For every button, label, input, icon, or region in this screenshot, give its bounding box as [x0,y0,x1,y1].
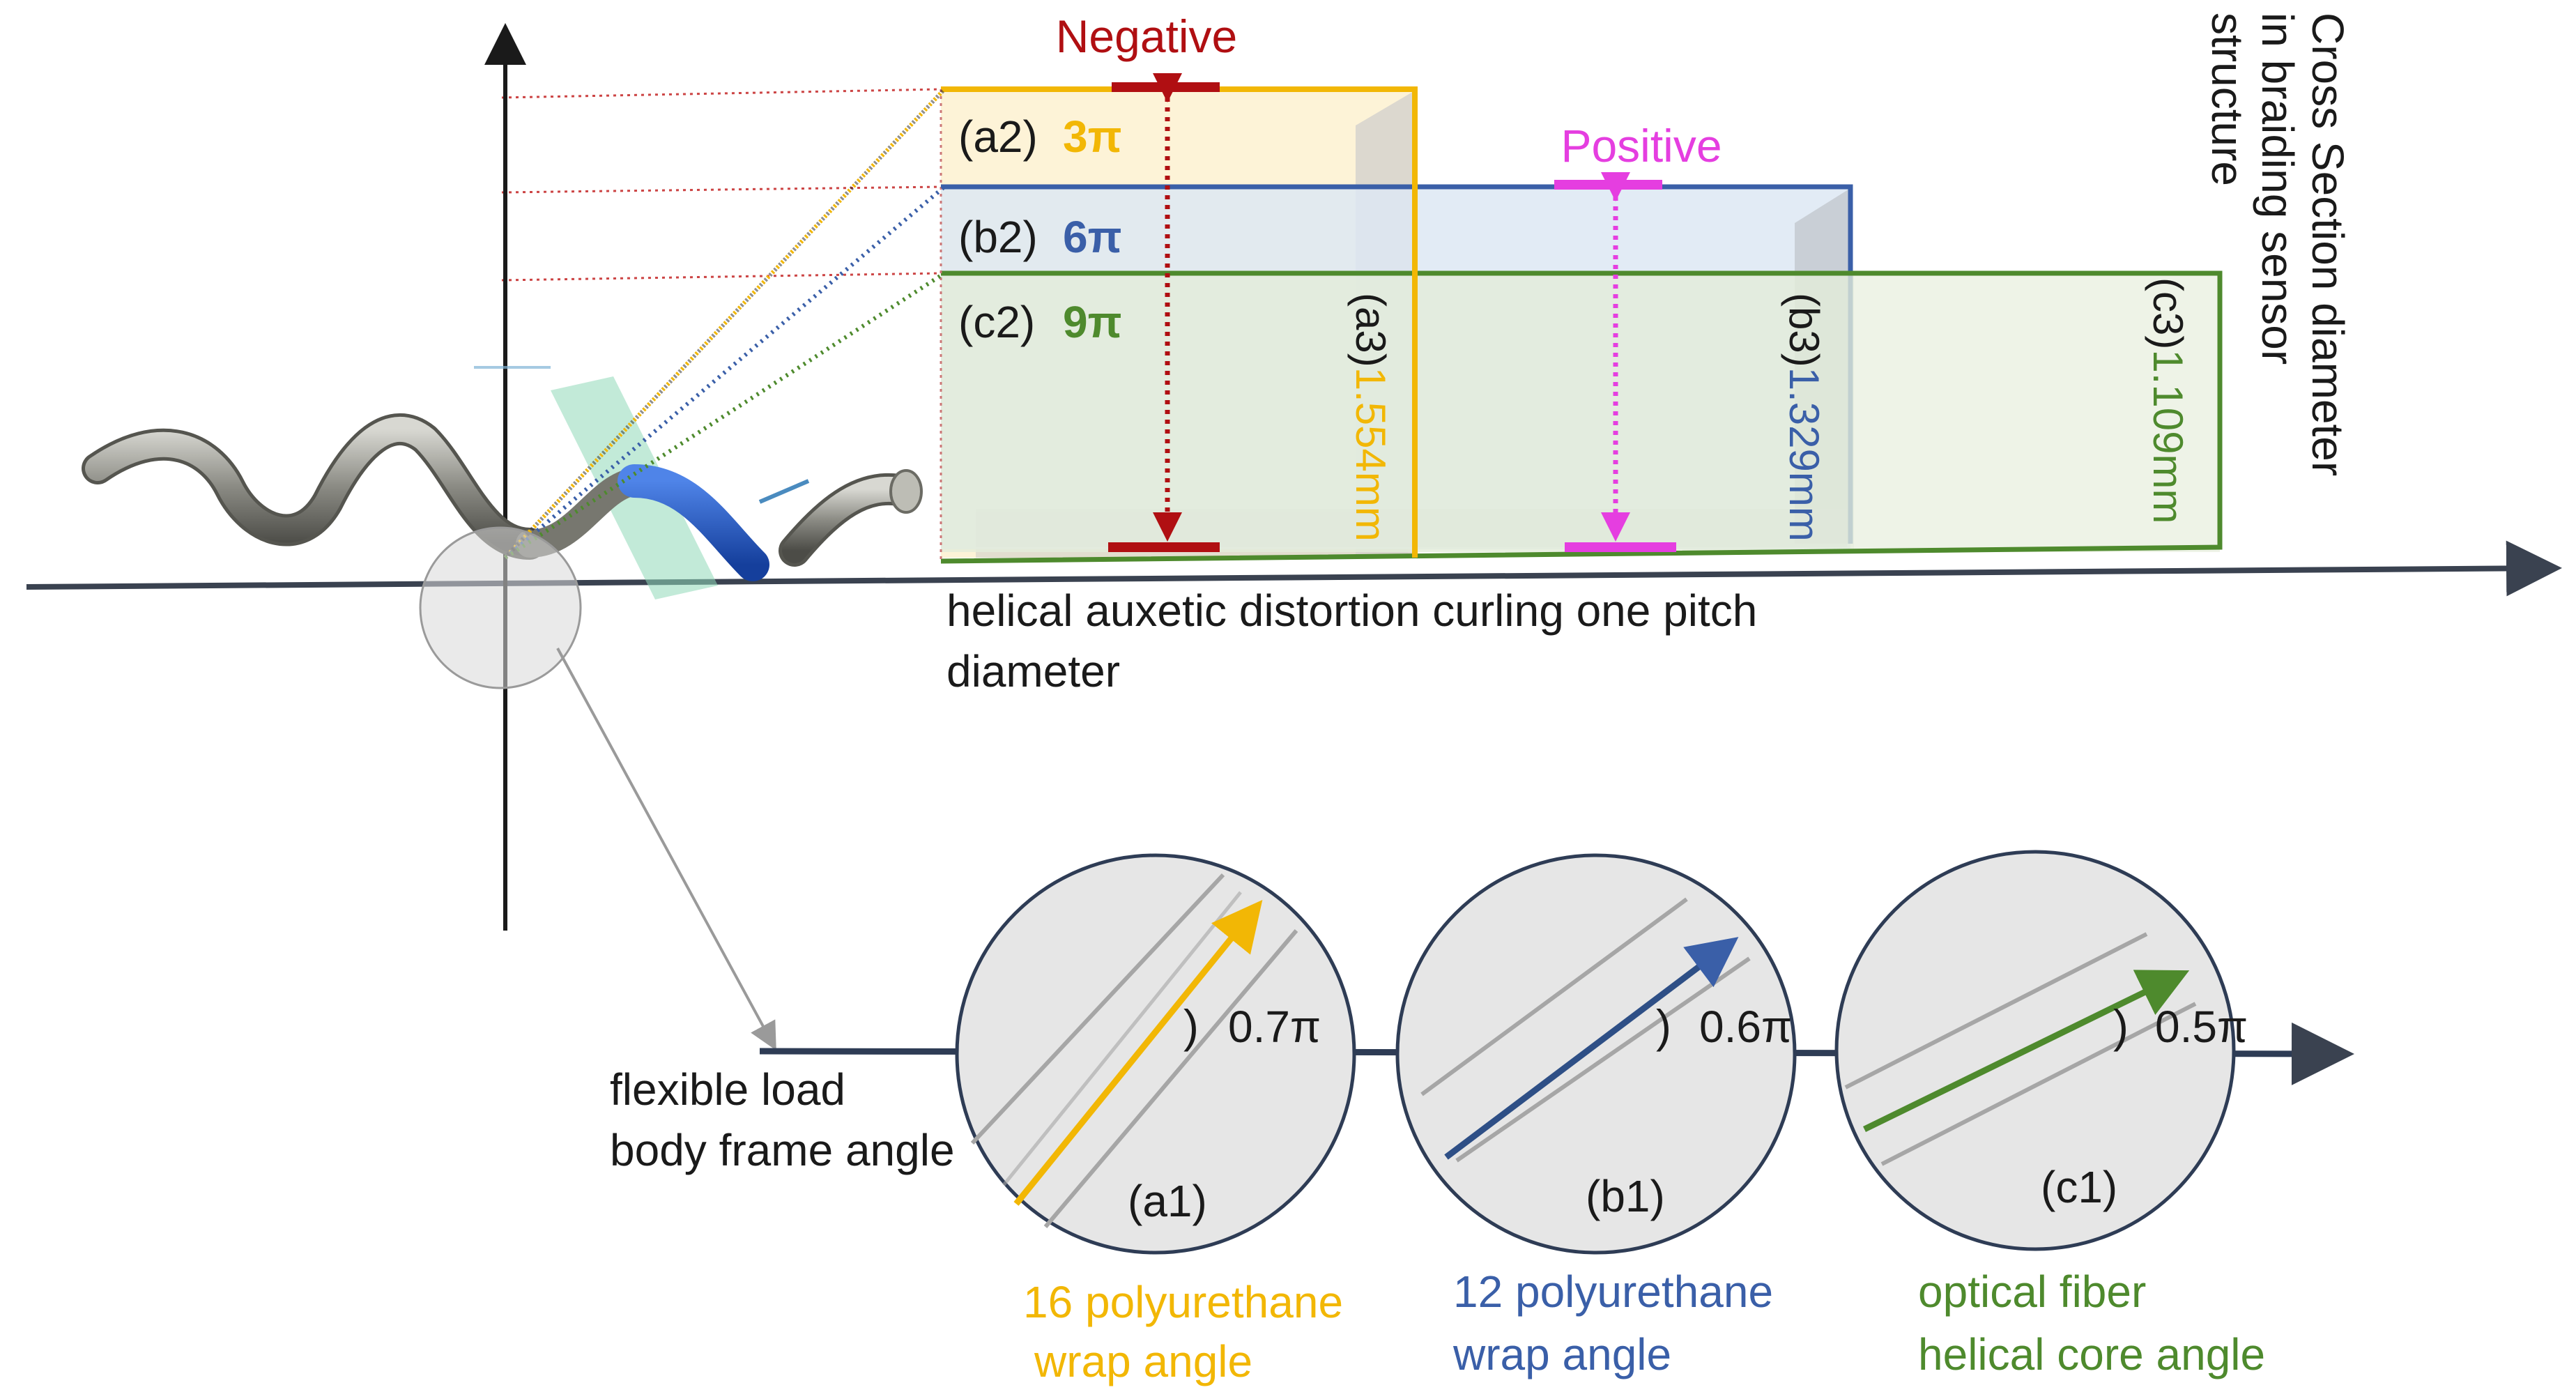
svg-text:): ) [1183,1000,1199,1052]
reference-lines [501,88,942,282]
angle-b1: 0.6π [1699,1002,1792,1052]
label-b3-group: (b3)1.329mm [1781,293,1827,542]
value-b2: 6π [1063,212,1122,262]
flexible-caption-line-1: flexible load [610,1064,845,1115]
distortion-caption-line-1: helical auxetic distortion curling one p… [946,586,1757,636]
label-c2: (c2) [958,297,1035,347]
helix-tube [82,366,923,581]
svg-text:): ) [2113,1000,2129,1052]
caption-a1-line-1: 16 polyurethane [1023,1277,1343,1327]
caption-c1-line-2: helical core angle [1918,1329,2265,1379]
label-a3: (a3)1.554mm [1347,293,1394,542]
cross-section-title: Cross Section diameter in braiding senso… [2202,13,2353,476]
angle-c1: 0.5π [2155,1002,2248,1052]
svg-text:): ) [1656,1000,1671,1052]
box-c2 [940,270,2223,564]
label-a1: (a1) [1128,1176,1207,1226]
label-a2: (a2) [958,112,1038,162]
label-c1: (c1) [2041,1162,2117,1212]
label-b2: (b2) [958,212,1038,262]
caption-a1-line-2: wrap angle [1034,1336,1252,1386]
angle-a1: 0.7π [1228,1002,1321,1052]
label-a3-group: (a3)1.554mm [1347,293,1394,542]
cross-section-line-3: structure [2202,13,2253,186]
distortion-caption-line-2: diameter [946,646,1120,696]
circle-a1: ) 0.7π (a1) [955,853,1356,1255]
label-c3-group: (c3)1.109mm [2145,277,2191,523]
value-c2: 9π [1063,297,1122,347]
circle-b1: ) 0.6π (b1) [1395,853,1797,1255]
flexible-caption-line-2: body frame angle [610,1125,955,1175]
value-a2: 3π [1063,112,1122,162]
label-b3: (b3)1.329mm [1781,293,1827,542]
label-c3: (c3)1.109mm [2145,277,2191,523]
caption-b1-line-1: 12 polyurethane [1453,1267,1773,1317]
positive-indicator [1554,172,1676,552]
negative-label: Negative [1056,10,1238,62]
caption-b1-line-2: wrap angle [1452,1329,1671,1379]
x-axis [26,540,2562,597]
label-b1: (b1) [1586,1171,1665,1221]
magnifier-pointer [556,648,776,1051]
negative-indicator [1108,73,1220,552]
caption-c1-line-1: optical fiber [1918,1267,2146,1317]
circle-c1: ) 0.5π (c1) [1834,850,2248,1251]
projection-lines [503,87,946,560]
cross-section-line-1: Cross Section diameter [2303,13,2353,476]
cross-section-line-2: in braiding sensor [2253,13,2303,365]
positive-label: Positive [1561,120,1722,171]
magnifier-circle [419,526,582,689]
